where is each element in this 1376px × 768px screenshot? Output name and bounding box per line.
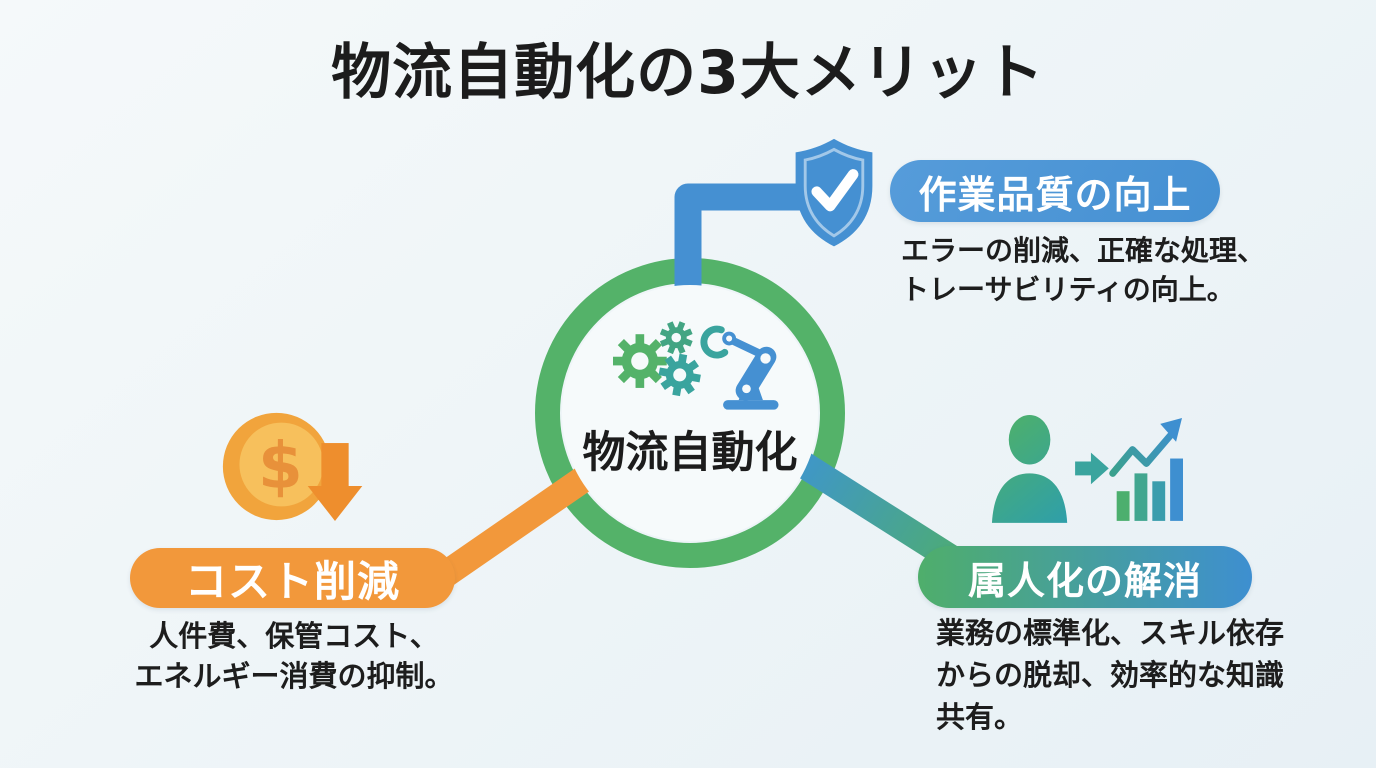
quality-pill: 作業品質の向上 — [890, 160, 1220, 222]
cost-description: 人件費、保管コスト、 エネルギー消費の抑制。 — [118, 616, 470, 696]
gears-robot-arm-icon — [613, 321, 779, 410]
cost-description-line: エネルギー消費の抑制。 — [134, 659, 454, 693]
person-growth-chart-icon — [991, 414, 1184, 523]
deskilling-pill: 属人化の解消 — [918, 546, 1252, 608]
shield-check-icon — [795, 138, 873, 247]
cost-label: コスト削減 — [184, 556, 400, 606]
cost-pill: コスト削減 — [130, 548, 455, 608]
connector-cost — [416, 448, 622, 599]
center-label: 物流自動化 — [582, 428, 798, 478]
svg-text:$: $ — [258, 429, 303, 504]
coin-down-arrow-icon: $ — [222, 412, 363, 522]
deskilling-description-line: 業務の標準化、スキル依存 — [936, 616, 1285, 650]
quality-description-line: エラーの削減、正確な処理、 — [901, 234, 1266, 267]
quality-label: 作業品質の向上 — [918, 172, 1192, 217]
deskilling-description-line: からの脱却、効率的な知識 — [936, 658, 1285, 692]
quality-description-line: トレーサビリティの向上。 — [901, 273, 1235, 306]
cost-description-line: 人件費、保管コスト、 — [149, 619, 439, 653]
center-disc — [562, 285, 818, 541]
quality-description: エラーの削減、正確な処理、 トレーサビリティの向上。 — [901, 231, 1321, 309]
deskilling-description-line: 共有。 — [936, 700, 1024, 734]
deskilling-description: 業務の標準化、スキル依存 からの脱却、効率的な知識 共有。 — [936, 612, 1306, 738]
page-title: 物流自動化の3大メリット — [331, 38, 1045, 108]
connector-quality — [674, 183, 814, 292]
deskilling-label: 属人化の解消 — [967, 558, 1202, 603]
